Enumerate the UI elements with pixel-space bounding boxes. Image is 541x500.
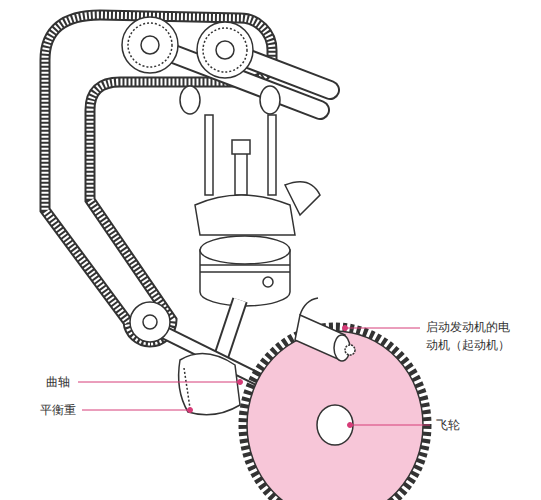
counterweight [179,354,240,415]
piston [200,264,290,266]
valves-and-spark-plug [205,115,213,195]
flywheel [243,327,427,500]
part-label: 启动发动机的电动机（起动机） [424,318,520,354]
connecting-rod [220,300,240,360]
cam-pulleys [141,36,159,54]
starter-motor [345,345,355,355]
leader-lines [82,410,190,411]
leader-lines [78,326,430,428]
valves-and-spark-plug [232,140,250,154]
cam-pulleys [216,41,234,59]
flywheel [243,327,427,500]
leader-lines [78,382,240,383]
starter-motor [300,298,318,315]
valves-and-spark-plug [195,115,320,235]
connecting-rod [220,300,240,360]
leader-lines [348,423,353,428]
piston [200,236,290,264]
part-label: 飞轮 [434,416,462,434]
counterweight [179,354,240,415]
piston [200,236,290,306]
flywheel [317,405,353,445]
piston [263,277,273,287]
part-label: 平衡重 [38,401,78,419]
leader-lines [188,408,193,413]
counterweight [184,368,190,408]
cam-pulleys [203,28,247,72]
valves-and-spark-plug [285,182,320,215]
cam-pulleys [122,17,253,78]
cam-pulleys [122,17,178,73]
camshafts [180,86,200,114]
piston [200,271,290,273]
leader-lines [343,326,348,331]
valves-and-spark-plug [268,115,276,195]
crankshaft [143,315,157,329]
leader-lines [350,425,430,426]
camshafts [260,86,280,114]
leader-lines [238,380,243,385]
valves-and-spark-plug [195,195,295,235]
leader-lines [345,328,420,329]
cam-pulleys [197,22,253,78]
crankshaft [130,302,170,342]
part-label: 曲轴 [44,373,72,391]
starter-motor [295,298,355,361]
cam-pulleys [128,23,172,67]
connecting-rod [220,300,240,360]
valves-and-spark-plug [235,150,247,195]
